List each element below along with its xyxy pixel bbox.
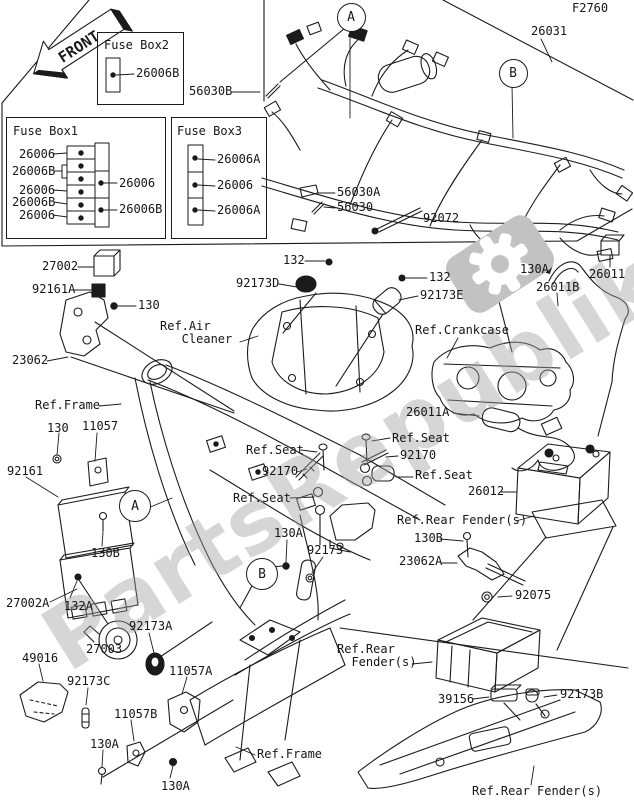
part-number-callout: 130A [161, 779, 190, 793]
part-number-callout: 92161 [7, 464, 44, 478]
rear-fender-drawing [357, 684, 602, 789]
fuse-box-1-fuse-callout: 26006B [12, 195, 56, 209]
hardware-glyphs [265, 27, 423, 235]
part-number-callout: 130 [138, 298, 160, 312]
part-number-callout: 49016 [22, 651, 59, 665]
part-number-callout: 92075 [515, 588, 552, 602]
section-marker-b: B [498, 58, 528, 88]
section-marker-a: A [336, 2, 366, 32]
gear-icon [446, 215, 554, 313]
fuse-box-1-fuse-callout: 26006 [19, 147, 56, 161]
fiche-code: F2760 [572, 1, 609, 15]
reference-callout: Ref.Frame [35, 398, 101, 412]
fuse-box-3-fuse-callout: 26006A [217, 152, 261, 166]
fuse-box-3-title: Fuse Box3 [177, 124, 243, 138]
seat-bracket-hardware [295, 433, 395, 553]
fuse-box-1-fuse-callout: 26006 [19, 208, 56, 222]
reference-callout: Ref.Rear Fender(s) [472, 784, 603, 798]
part-number-callout: 23062 [12, 353, 49, 367]
fuse-box-1-fuse-callout: 26006B [12, 164, 56, 178]
part-number-callout: 130 [47, 421, 69, 435]
part-number-callout: 11057B [114, 707, 158, 721]
part-number-callout: 92170 [400, 448, 437, 462]
fuse-box-glyphs [52, 57, 216, 228]
part-number-callout: 130A [520, 262, 549, 276]
part-number-callout: 132A [64, 599, 93, 613]
part-number-callout: 27002 [42, 259, 79, 273]
part-number-callout: 26012 [468, 484, 505, 498]
crankcase-drawing [431, 277, 575, 424]
part-number-callout: 92173 [307, 543, 344, 557]
rear-frame-drawing [167, 562, 629, 787]
part-number-callout: 92173D [236, 276, 280, 290]
reference-callout: Ref.Seat [392, 431, 450, 445]
section-marker-b: B [246, 558, 278, 590]
fuse-box-2-fuse-callout: 26006B [136, 66, 180, 80]
fuse-box-2-title: Fuse Box2 [104, 38, 170, 52]
leader-lines [25, 28, 611, 786]
battery-drawing [472, 443, 617, 651]
main-harness-drawing [261, 21, 634, 262]
fuse-box-1-fuse-callout: 26006B [119, 202, 163, 216]
part-number-callout: 27003 [86, 642, 123, 656]
part-number-callout: 92161A [32, 282, 76, 296]
part-number-callout: 11057 [82, 419, 119, 433]
air-cleaner-drawing [246, 258, 414, 412]
part-number-callout: 26031 [531, 24, 568, 38]
part-number-callout: 130B [91, 546, 120, 560]
part-number-callout: 92173B [560, 687, 604, 701]
part-number-callout: 92170 [262, 464, 299, 478]
part-number-callout: 92072 [423, 211, 460, 225]
part-number-callout: 26011B [536, 280, 580, 294]
fuse-box-2 [97, 32, 184, 105]
reference-callout: Ref.Frame [257, 747, 323, 761]
section-marker-a: A [119, 490, 151, 522]
frame-drawing [52, 359, 446, 626]
part-number-callout: 132 [429, 270, 451, 284]
rear-bracket-hardware [457, 531, 526, 603]
fuse-box-1-title: Fuse Box1 [13, 124, 79, 138]
part-number-callout: 11057A [169, 664, 213, 678]
reference-callout: Ref.Rear Fender(s) [337, 642, 417, 669]
part-number-callout: 56030 [337, 200, 374, 214]
part-number-callout: 92173E [420, 288, 464, 302]
reference-callout: Ref.Air Cleaner [160, 319, 233, 346]
fuse-box-3 [171, 117, 267, 239]
fuse-box-3-fuse-callout: 26006 [217, 178, 254, 192]
reference-callout: Ref.Seat [246, 443, 304, 457]
part-number-callout: 130A [274, 526, 303, 540]
horn-drawing [74, 573, 138, 660]
battery-box-drawing [435, 617, 541, 693]
relay-27002-drawing [59, 249, 235, 414]
ground-lead-drawing [481, 407, 575, 472]
reference-callout: Ref.Seat [415, 468, 473, 482]
part-number-callout: 92173C [67, 674, 111, 688]
fuse-box-1-fuse-callout: 26006 [119, 176, 156, 190]
part-number-callout: 26011A [406, 405, 450, 419]
ecu-drawing [57, 486, 139, 620]
part-number-callout: 23062A [399, 554, 443, 568]
part-number-callout: 27002A [6, 596, 50, 610]
part-number-callout: 92173A [129, 619, 173, 633]
diagram-border [1, 0, 634, 247]
watermark-logo-shapes [446, 215, 554, 313]
small-parts-bottom-left [19, 621, 234, 785]
reference-callout: Ref.Seat [233, 491, 291, 505]
fuse-box-3-fuse-callout: 26006A [217, 203, 261, 217]
part-number-callout: 56030B [189, 84, 233, 98]
part-number-callout: 39156 [438, 692, 475, 706]
fuse-box-1-fuse-callout: 26006 [19, 183, 56, 197]
part-number-callout: 130A [90, 737, 119, 751]
reference-callout: Ref.Crankcase [415, 323, 509, 337]
part-number-callout: 132 [283, 253, 305, 267]
part-number-callout: 26011 [589, 267, 626, 281]
battery-pad [531, 499, 617, 539]
part-number-callout: 130B [414, 531, 443, 545]
reference-callout: Ref.Rear Fender(s) [397, 513, 528, 527]
part-number-callout: 56030A [337, 185, 381, 199]
fuse-box-1 [6, 117, 166, 239]
